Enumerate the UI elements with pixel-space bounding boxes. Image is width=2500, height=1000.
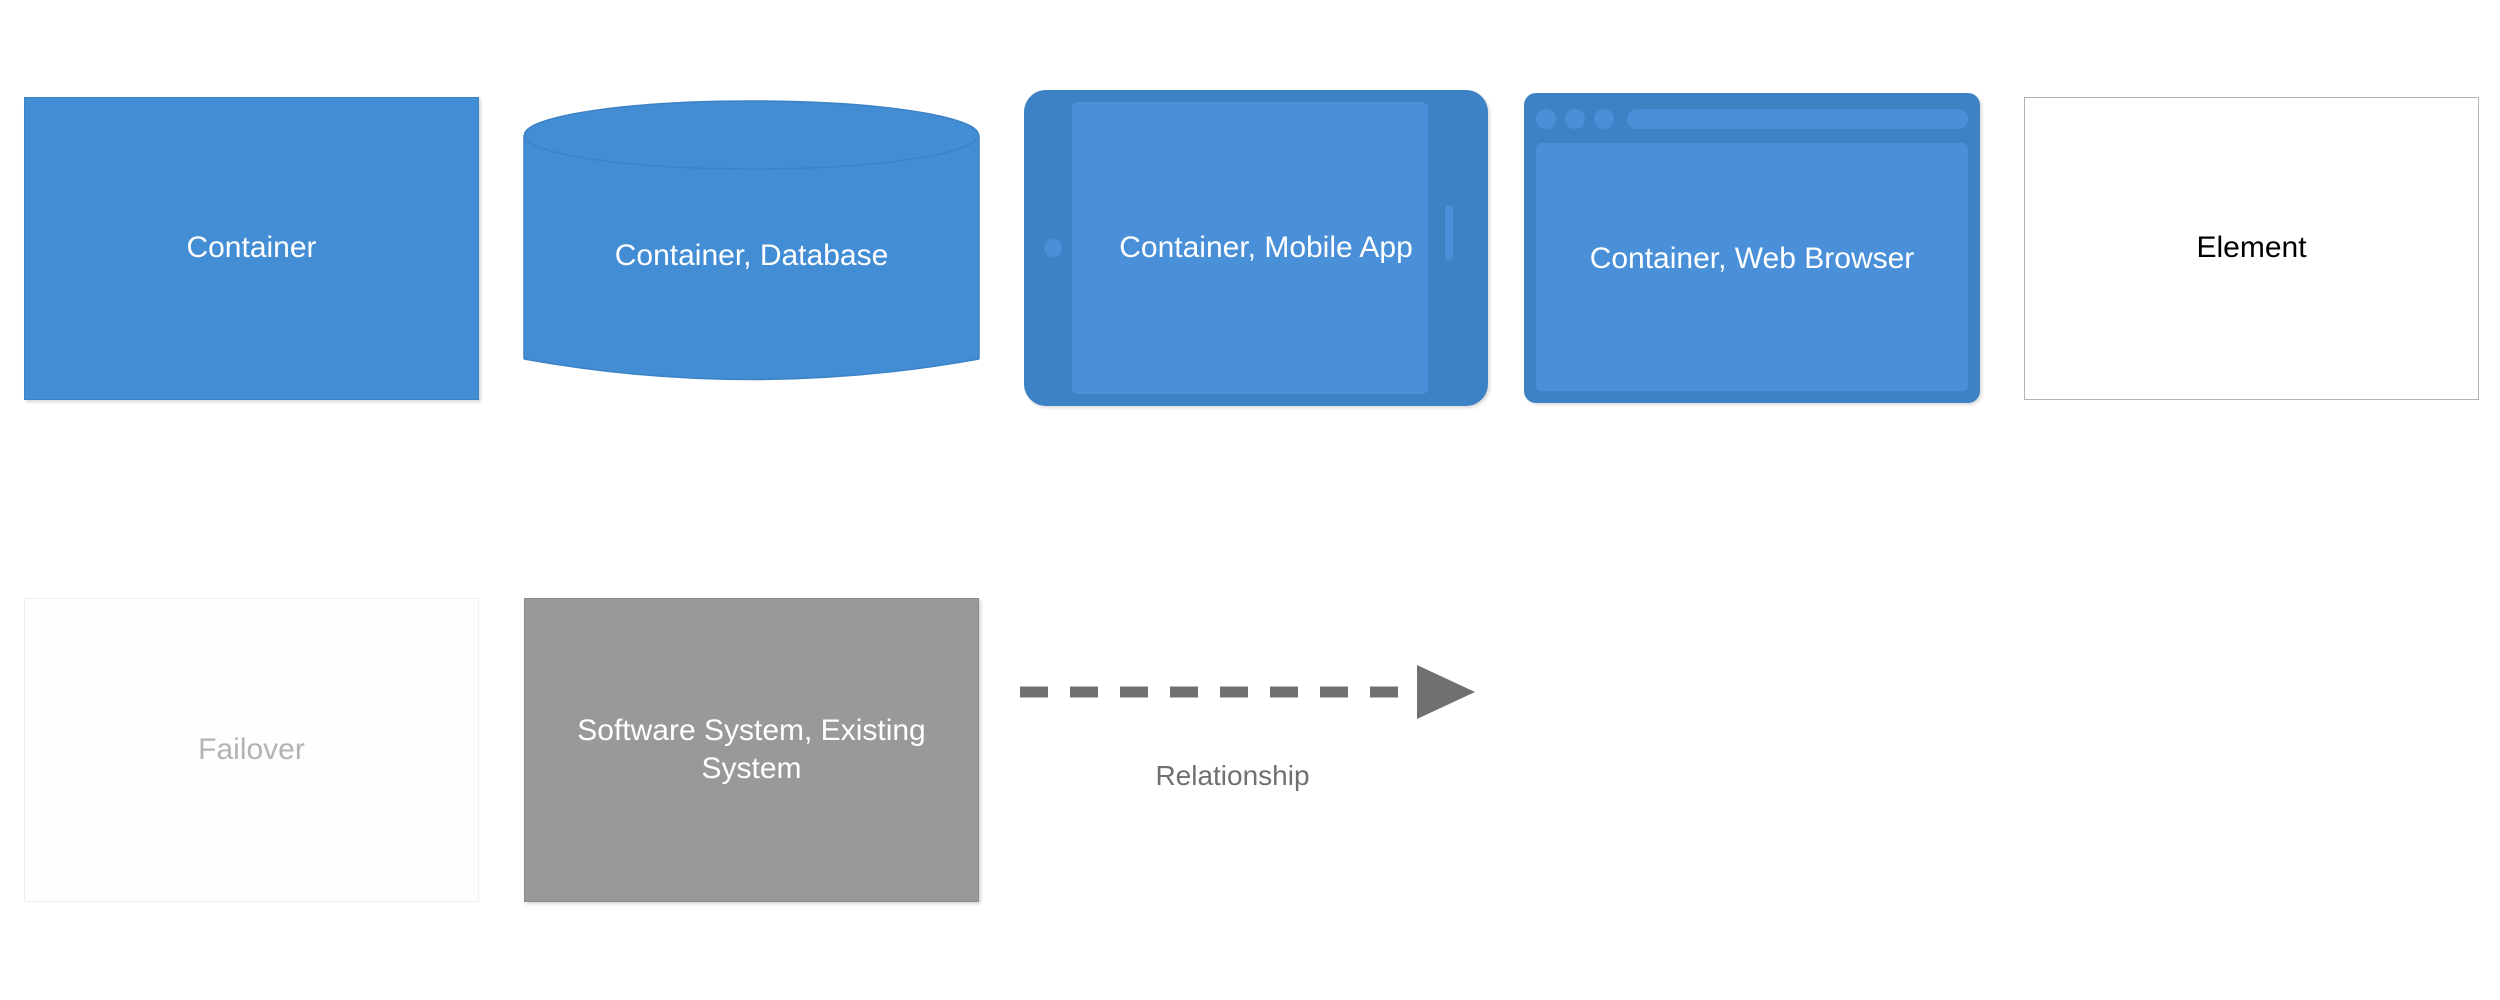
legend-node-container[interactable]: Container [24,97,479,400]
mobile-camera-icon [1044,239,1062,257]
legend-node-software-system-existing-system[interactable]: Software System, Existing System [524,598,979,902]
legend-node-container-web-browser-label: Container, Web Browser [1589,241,1915,275]
browser-dot-icon [1594,109,1614,129]
browser-dot-icon [1565,109,1585,129]
browser-viewport-icon [1536,143,1968,391]
browser-address-bar-icon [1627,109,1968,129]
legend-node-container-mobile-app-label: Container, Mobile App [1119,230,1413,264]
browser-chrome-bar [1536,105,1968,133]
legend-node-element[interactable]: Element [2024,97,2479,400]
legend-node-element-label: Element [2196,231,2307,265]
relationship-arrow-icon [1020,665,1475,719]
legend-node-failover[interactable]: Failover [24,598,479,902]
mobile-side-button-icon [1445,205,1453,261]
legend-node-software-system-existing-system-label: Software System, Existing System [577,713,926,785]
legend-node-container-label: Container [186,231,317,265]
legend-node-container-web-browser[interactable]: Container, Web Browser [1524,93,1980,403]
legend-node-failover-label: Failover [198,732,305,766]
legend-relationship[interactable]: Relationship [1020,660,1500,840]
legend-relationship-label: Relationship [1155,760,1310,791]
legend-node-container-database-label: Container, Database [614,239,889,273]
legend-node-container-database[interactable]: Container, Database [523,97,980,400]
browser-dot-icon [1536,109,1556,129]
legend-node-container-mobile-app[interactable]: Container, Mobile App [1024,90,1488,406]
mobile-screen-icon [1072,102,1428,394]
cylinder-shape [523,100,980,381]
